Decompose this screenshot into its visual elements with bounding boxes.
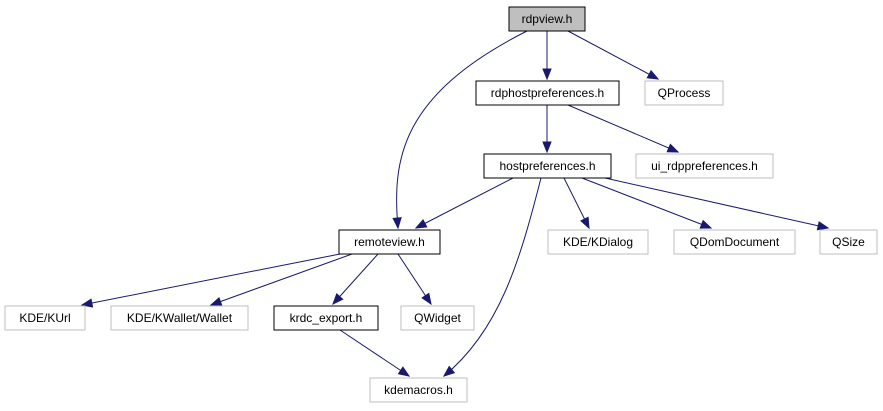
- node-box: [338, 229, 441, 255]
- edge-line: [567, 30, 659, 80]
- node-label: hostpreferences.h: [499, 159, 595, 173]
- nodes-layer: rdpview.h rdphostpreferences.h QProcess hos…: [4, 6, 878, 403]
- node-kdemacros: kdemacros.h: [369, 377, 468, 403]
- edge-remoteview-to-kurl: [80, 253, 341, 308]
- node-kdialog: KDE/KDialog: [547, 229, 649, 255]
- arrowhead-icon: [646, 69, 660, 80]
- arrowhead-icon: [209, 296, 223, 306]
- edge-line: [604, 177, 829, 229]
- node-label: QWidget: [414, 311, 461, 325]
- node-label: rdphostpreferences.h: [491, 86, 604, 100]
- node-label: rdpview.h: [522, 12, 573, 26]
- node-label: QProcess: [658, 86, 711, 100]
- node-box: [483, 153, 612, 179]
- node-box: [110, 305, 249, 331]
- node-remoteview[interactable]: remoteview.h: [338, 229, 441, 255]
- arrowhead-icon: [392, 217, 402, 230]
- edge-line: [396, 30, 528, 229]
- edge-line: [415, 177, 514, 229]
- edge-line: [81, 253, 341, 306]
- arrowhead-icon: [542, 141, 552, 154]
- node-box: [635, 153, 774, 179]
- node-rdphostpreferences[interactable]: rdphostpreferences.h: [475, 80, 620, 106]
- edge-rdphostpreferences-to-hostpreferences: [542, 105, 552, 154]
- node-krdc_export[interactable]: krdc_export.h: [273, 305, 379, 331]
- node-box: [400, 305, 475, 331]
- edge-remoteview-to-kwallet: [209, 253, 353, 306]
- edge-remoteview-to-krdc_export: [332, 253, 379, 306]
- edge-line: [210, 253, 353, 306]
- node-label: KDE/KWallet/Wallet: [127, 311, 233, 325]
- edge-hostpreferences-to-kdialog: [563, 177, 590, 230]
- edge-hostpreferences-to-qdomdocument: [581, 177, 713, 229]
- node-box: [644, 80, 724, 106]
- node-rdpview[interactable]: rdpview.h: [508, 6, 586, 32]
- arrowhead-icon: [332, 293, 344, 306]
- node-hostpreferences[interactable]: hostpreferences.h: [483, 153, 612, 179]
- edge-hostpreferences-to-kdemacros: [442, 177, 542, 377]
- edge-krdc_export-to-kdemacros: [339, 329, 411, 377]
- node-box: [273, 305, 379, 331]
- node-label: KDE/KUrl: [19, 311, 70, 325]
- edge-line: [332, 253, 379, 305]
- node-box: [673, 229, 796, 255]
- node-label: QSize: [832, 235, 865, 249]
- arrowhead-icon: [414, 218, 428, 229]
- node-qsize: QSize: [819, 229, 878, 255]
- node-kurl: KDE/KUrl: [4, 305, 86, 331]
- arrowhead-icon: [542, 68, 552, 81]
- arrowhead-icon: [80, 298, 94, 308]
- node-kwallet: KDE/KWallet/Wallet: [110, 305, 249, 331]
- edge-rdpview-to-remoteview: [392, 30, 528, 230]
- node-qwidget: QWidget: [400, 305, 475, 331]
- edge-remoteview-to-qwidget: [397, 253, 432, 306]
- edge-line: [443, 177, 542, 377]
- edge-hostpreferences-to-remoteview: [414, 177, 514, 229]
- arrowhead-icon: [580, 216, 590, 230]
- arrowhead-icon: [816, 221, 830, 231]
- edge-rdpview-to-qprocess: [567, 30, 660, 80]
- node-box: [547, 229, 649, 255]
- node-qprocess: QProcess: [644, 80, 724, 106]
- arrowhead-icon: [397, 366, 411, 377]
- node-label: kdemacros.h: [384, 383, 453, 397]
- edge-rdphostpreferences-to-ui_rdppreferences: [567, 104, 680, 153]
- node-label: QDomDocument: [690, 235, 780, 249]
- edge-line: [581, 177, 712, 229]
- arrowhead-icon: [421, 292, 432, 306]
- node-box: [475, 80, 620, 106]
- edge-rdpview-to-rdphostpreferences: [542, 31, 552, 81]
- edge-line: [567, 104, 679, 153]
- arrowhead-icon: [699, 219, 713, 229]
- arrowhead-icon: [442, 365, 456, 377]
- node-box: [508, 6, 586, 32]
- node-box: [4, 305, 86, 331]
- node-box: [819, 229, 878, 255]
- node-ui_rdppreferences: ui_rdppreferences.h: [635, 153, 774, 179]
- node-box: [369, 377, 468, 403]
- node-label: remoteview.h: [354, 235, 425, 249]
- edge-hostpreferences-to-qsize: [604, 177, 830, 231]
- arrowhead-icon: [666, 143, 680, 153]
- node-label: ui_rdppreferences.h: [651, 159, 758, 173]
- node-label: KDE/KDialog: [563, 235, 633, 249]
- edge-line: [339, 329, 410, 377]
- node-qdomdocument: QDomDocument: [673, 229, 796, 255]
- edges-layer: [80, 30, 830, 377]
- node-label: krdc_export.h: [290, 311, 363, 325]
